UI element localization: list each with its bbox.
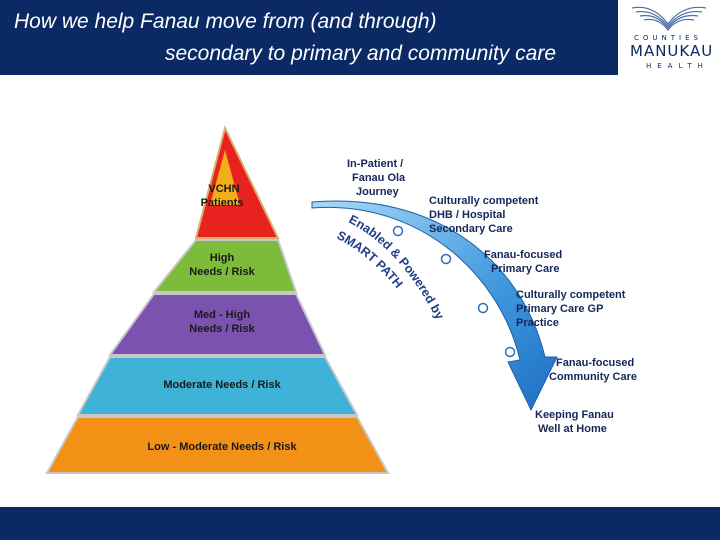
pathway-node-3	[477, 302, 489, 314]
step-6-line2: Well at Home	[538, 423, 607, 435]
logo-text-sub: HEALTH	[646, 62, 709, 70]
pathway-step-3: Fanau-focused Primary Care	[484, 249, 562, 275]
pyramid-level-2	[151, 239, 298, 293]
logo-text-main: MANUKAU	[630, 42, 714, 60]
pyramid-level-4-label: Moderate Needs / Risk	[163, 379, 281, 391]
pathway-step-6: Keeping Fanau Well at Home	[535, 409, 614, 435]
step-5-line1: Fanau-focused	[556, 357, 634, 369]
step-2-line2: DHB / Hospital	[429, 209, 505, 221]
step-4-line3: Practice	[516, 317, 559, 329]
step-6-line1: Keeping Fanau	[535, 409, 614, 421]
pyramid-level-2-label-line2: Needs / Risk	[189, 266, 255, 278]
pyramid-level-4	[76, 356, 359, 416]
step-1-line3: Journey	[356, 186, 400, 198]
pathway-node-4	[504, 346, 516, 358]
pyramid-level-3	[108, 293, 327, 356]
pathway-step-2: Culturally competent DHB / Hospital Seco…	[429, 195, 539, 235]
header-bar: How we help Fanau move from (and through…	[0, 0, 618, 75]
care-pathway-diagram: VCHN Patients High Needs / Risk Med - Hi…	[45, 125, 637, 474]
step-3-line1: Fanau-focused	[484, 249, 562, 261]
page-title-line1: How we help Fanau move from (and through…	[14, 10, 437, 33]
pyramid-level-2-label-line1: High	[210, 252, 235, 264]
step-5-line2: Community Care	[549, 371, 637, 383]
pyramid-level-1	[194, 125, 280, 239]
footer-bar	[0, 507, 720, 540]
pyramid-level-3-label-line2: Needs / Risk	[189, 323, 255, 335]
step-3-line2: Primary Care	[491, 263, 560, 275]
pyramid-level-3-label-line1: Med - High	[194, 309, 250, 321]
step-4-line1: Culturally competent	[516, 289, 626, 301]
step-1-line2: Fanau Ola	[352, 172, 406, 184]
pathway-step-5: Fanau-focused Community Care	[549, 357, 637, 383]
step-2-line1: Culturally competent	[429, 195, 539, 207]
logo-wing-icon	[631, 6, 707, 31]
counties-manukau-logo: COUNTIES MANUKAU HEALTH	[618, 0, 720, 75]
pathway-node-2	[440, 253, 452, 265]
step-4-line2: Primary Care GP	[516, 303, 603, 315]
pathway-node-1	[392, 225, 404, 237]
pathway-arrow	[311, 200, 558, 412]
step-2-line3: Secondary Care	[429, 223, 513, 235]
logo-text-top: COUNTIES	[634, 34, 702, 42]
pyramid: VCHN Patients High Needs / Risk Med - Hi…	[45, 125, 390, 474]
curved-arrow-shape	[311, 200, 558, 412]
pathway-step-4: Culturally competent Primary Care GP Pra…	[516, 289, 626, 329]
pyramid-level-5	[45, 416, 390, 474]
pyramid-level-5-label: Low - Moderate Needs / Risk	[147, 441, 297, 453]
page-title-line2: secondary to primary and community care	[165, 42, 556, 65]
pyramid-level-1-label-line2: Patients	[201, 197, 244, 209]
pyramid-level-1-glow	[210, 150, 240, 205]
pathway-step-1: In-Patient / Fanau Ola Journey	[347, 158, 406, 198]
pyramid-level-1-label-line1: VCHN	[208, 183, 239, 195]
step-1-line1: In-Patient /	[347, 158, 403, 170]
